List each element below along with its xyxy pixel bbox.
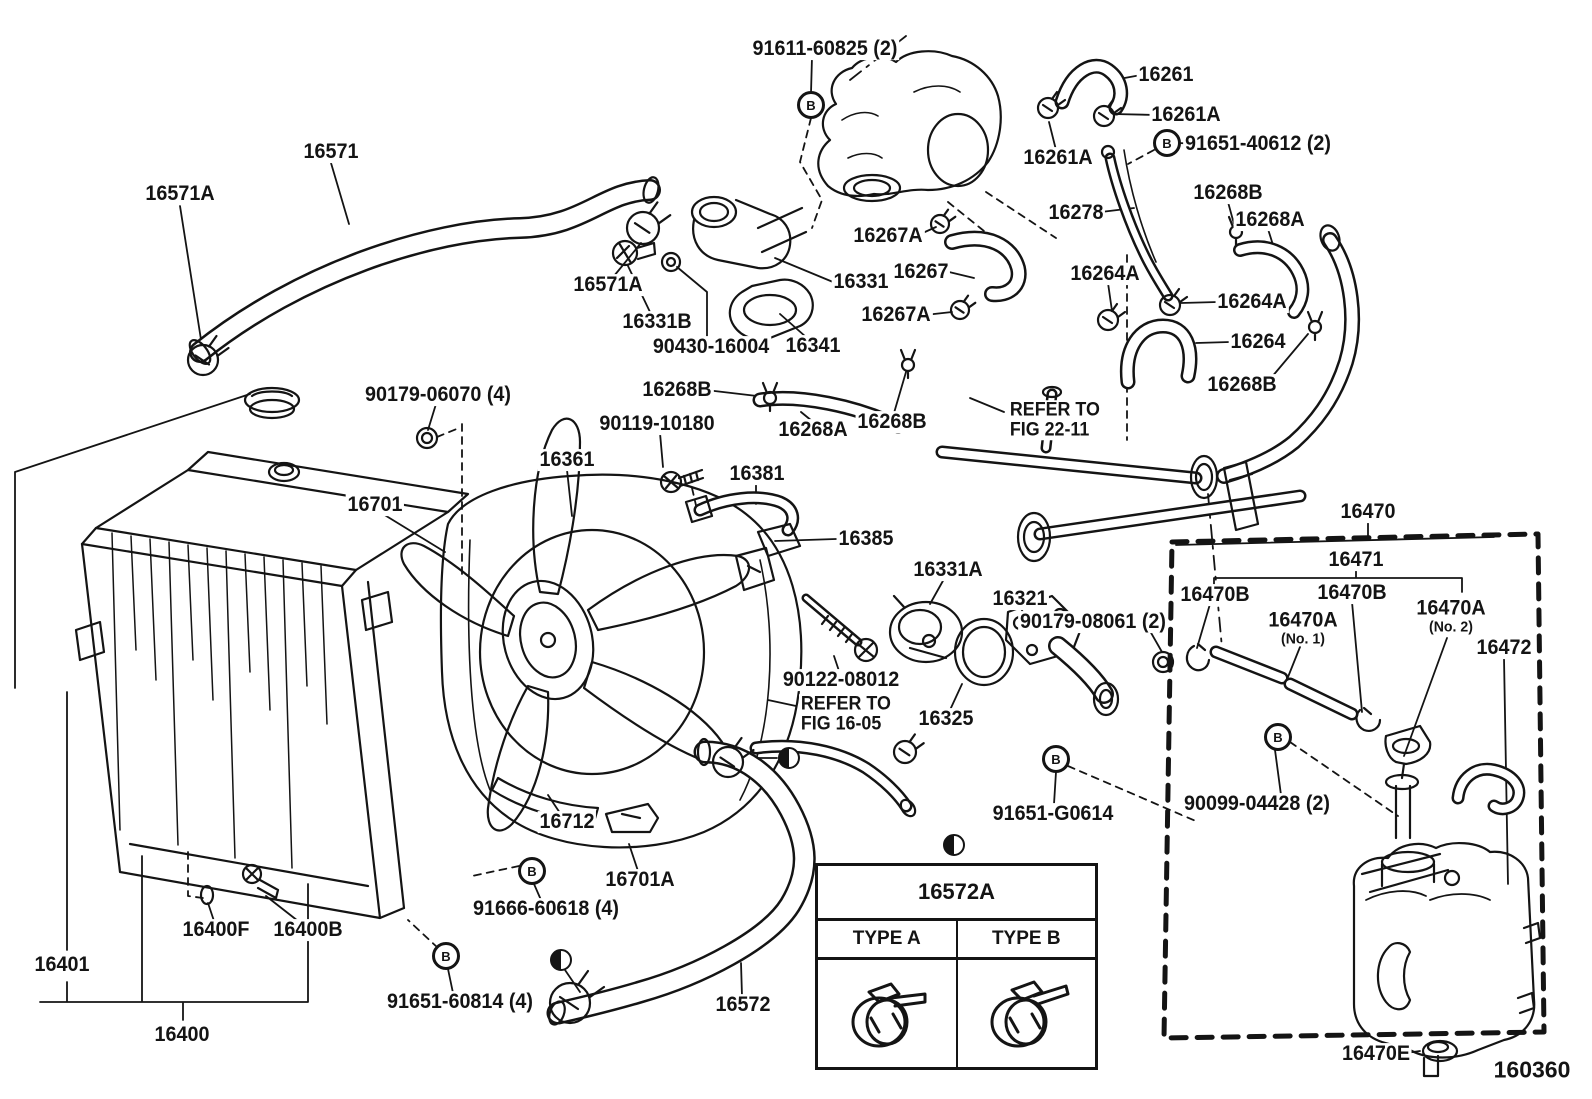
part-label: 91651-G0614 bbox=[990, 802, 1116, 826]
part-label: 16470E bbox=[1340, 1042, 1412, 1066]
half-filled-circle-icon bbox=[943, 834, 965, 856]
part-label: 90430-16004 bbox=[650, 335, 772, 359]
part-label: 16267A bbox=[859, 303, 933, 327]
part-label: 16400F bbox=[180, 918, 252, 942]
radiator-cap-illustration bbox=[243, 386, 301, 414]
shroud-clip-illustration bbox=[604, 802, 660, 834]
part-label: 16470A(No. 1) bbox=[1266, 608, 1340, 648]
lower-radiator-hose-illustration bbox=[546, 737, 917, 1026]
drain-plug-oring bbox=[199, 884, 215, 906]
part-label: 16268A bbox=[776, 418, 850, 442]
part-label: 16331A bbox=[911, 558, 985, 582]
reservoir-group-dashed-box bbox=[1161, 531, 1547, 1041]
heater-pipe-bracket-illustration bbox=[1100, 144, 1174, 302]
part-label: 16267 bbox=[891, 260, 951, 284]
part-label: 16361 bbox=[537, 448, 597, 472]
circled-b-marker-icon: B bbox=[432, 942, 460, 970]
part-label: 90179-08061 (2) bbox=[1018, 610, 1168, 634]
engine-illustration bbox=[817, 50, 1002, 203]
part-label: 16472 bbox=[1474, 636, 1534, 660]
part-label: 16712 bbox=[537, 810, 597, 834]
part-label: 16331 bbox=[831, 270, 891, 294]
part-label: 16385 bbox=[836, 527, 896, 551]
part-label: 16268A bbox=[1233, 208, 1307, 232]
thermostat-illustration bbox=[888, 594, 964, 664]
part-label: 16267A bbox=[851, 224, 925, 248]
circled-b-marker-icon: B bbox=[797, 91, 825, 119]
part-label: 91666-60618 (4) bbox=[471, 897, 621, 921]
part-label: 16261A bbox=[1021, 146, 1095, 170]
part-label: 16571A bbox=[143, 182, 217, 206]
part-label: 16261 bbox=[1136, 63, 1196, 87]
part-label: 16571 bbox=[301, 140, 361, 164]
table-col-type-a: TYPE A bbox=[818, 921, 958, 957]
part-label: 90122-08012 bbox=[780, 668, 902, 692]
part-label: 16571A bbox=[571, 273, 645, 297]
part-label: 16401 bbox=[32, 953, 92, 977]
part-label: 16470B bbox=[1178, 583, 1252, 607]
reservoir-tank-illustration bbox=[1185, 642, 1542, 1078]
part-label: 16701A bbox=[603, 868, 677, 892]
part-label: 16268B bbox=[640, 378, 714, 402]
clamp-type-b-illustration bbox=[990, 980, 1070, 1047]
part-label: 16325 bbox=[916, 707, 976, 731]
part-label: 91611-60825 (2) bbox=[750, 37, 900, 61]
circled-b-marker-icon: B bbox=[518, 857, 546, 885]
part-label: 90119-10180 bbox=[597, 412, 717, 436]
part-label: 90179-06070 (4) bbox=[363, 383, 513, 407]
figure-number: 160360 bbox=[1493, 1056, 1571, 1083]
part-label: 16471 bbox=[1326, 548, 1386, 572]
clamp-type-table: 16572A TYPE A TYPE B bbox=[815, 863, 1098, 1070]
fan-bracket-illustration bbox=[684, 491, 802, 592]
part-label: REFER TO FIG 22-11 bbox=[1008, 399, 1102, 440]
part-label: 16381 bbox=[727, 462, 787, 486]
part-label: 16341 bbox=[783, 334, 843, 358]
half-filled-circle-icon bbox=[778, 747, 800, 769]
part-label: 16321 bbox=[990, 587, 1050, 611]
dash-dot-lines bbox=[849, 35, 1223, 649]
part-label: 16400B bbox=[271, 918, 345, 942]
part-label: 16470A(No. 2) bbox=[1414, 596, 1488, 636]
half-filled-circle-icon bbox=[550, 949, 572, 971]
part-label: 16264 bbox=[1228, 330, 1288, 354]
table-col-type-b: TYPE B bbox=[991, 928, 1061, 949]
circled-b-marker-icon: B bbox=[1264, 723, 1292, 751]
clamp-type-a-illustration bbox=[851, 982, 927, 1047]
hose-clamp-illustrations bbox=[186, 90, 1324, 1025]
part-label: 91651-60814 (4) bbox=[385, 990, 535, 1014]
dashed-leader-lines bbox=[187, 117, 1399, 949]
part-label: REFER TO FIG 16-05 bbox=[799, 693, 893, 734]
part-label: 16264A bbox=[1215, 290, 1289, 314]
table-title: 16572A bbox=[818, 866, 1095, 921]
part-label: 90099-04428 (2) bbox=[1182, 792, 1332, 816]
circled-b-marker-icon: B bbox=[1042, 745, 1070, 773]
part-label: 16400 bbox=[152, 1023, 212, 1047]
circled-b-marker-icon: B bbox=[1153, 129, 1181, 157]
water-outlet-illustration bbox=[611, 195, 814, 341]
part-label: 16572 bbox=[713, 993, 773, 1017]
part-label: 16264A bbox=[1068, 262, 1142, 286]
drain-plug-illustration bbox=[241, 863, 263, 885]
part-label: 16470 bbox=[1338, 500, 1398, 524]
part-label: 16331B bbox=[620, 310, 694, 334]
part-label: 16278 bbox=[1046, 201, 1106, 225]
part-label: 16470B bbox=[1315, 581, 1389, 605]
bolt-illustrations bbox=[415, 426, 1175, 674]
part-label: 91651-40612 (2) bbox=[1183, 132, 1333, 156]
part-label: 16268B bbox=[1191, 181, 1265, 205]
upper-radiator-hose-illustration bbox=[188, 176, 661, 365]
radiator-bracket-lines bbox=[14, 393, 309, 1003]
radiator-illustration bbox=[74, 386, 470, 920]
gasket-illustration bbox=[953, 617, 1015, 687]
part-label: 16261A bbox=[1149, 103, 1223, 127]
part-label: 16701 bbox=[345, 493, 405, 517]
part-label: 16268B bbox=[1205, 373, 1279, 397]
part-label: 16268B bbox=[855, 410, 929, 434]
